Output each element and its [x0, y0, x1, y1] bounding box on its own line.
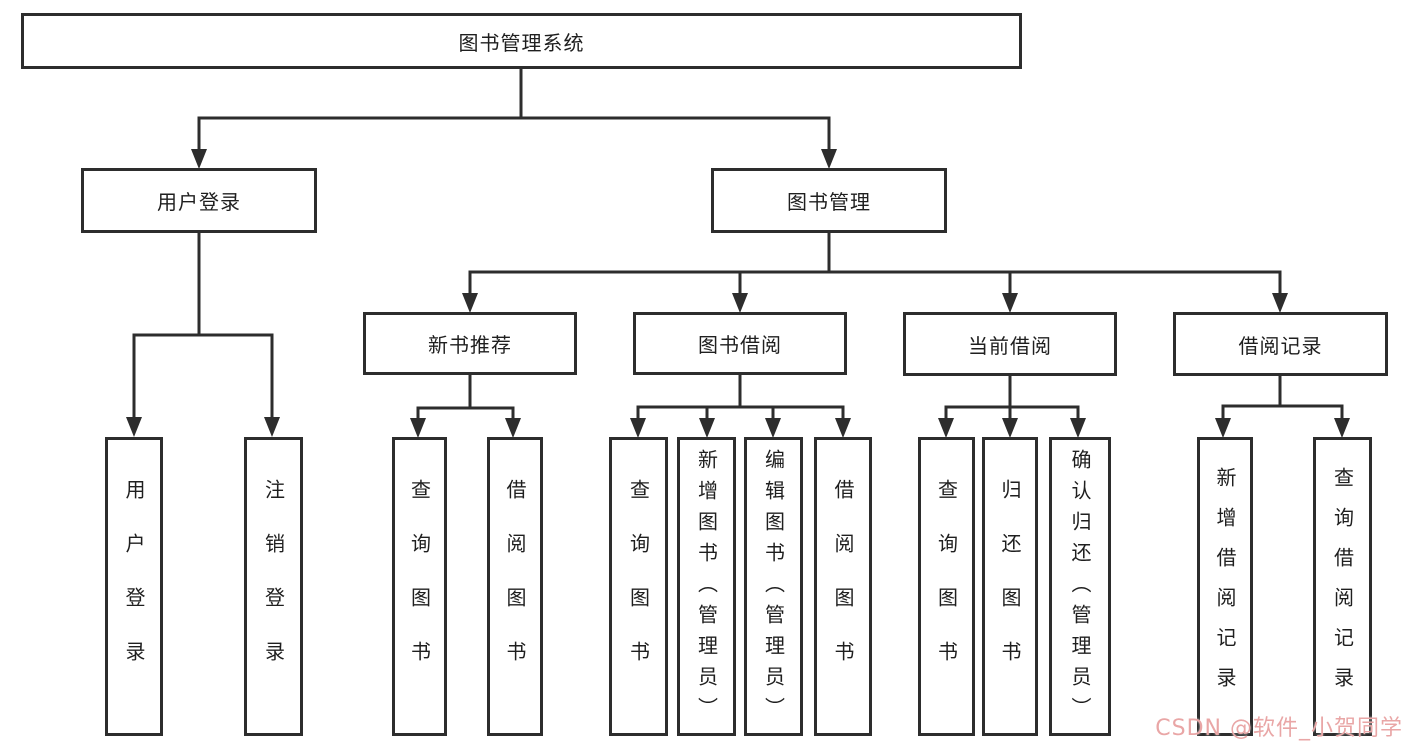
leaf-label: 查询借阅记录: [1330, 466, 1355, 707]
node-label: 图书借阅: [698, 333, 782, 357]
leaf-label: 借阅图书: [831, 478, 855, 695]
node-new-book-recommendation: 新书推荐: [363, 312, 577, 375]
node-library-management-system: 图书管理系统: [21, 13, 1022, 69]
leaf-label: 借阅图书: [503, 478, 527, 695]
node-label: 图书管理系统: [458, 30, 585, 55]
leaf-borrow-books: 借阅图书: [814, 437, 872, 736]
leaf-return-books: 归还图书: [982, 437, 1038, 736]
leaf-logout: 注销登录: [244, 437, 303, 736]
node-current-borrowing: 当前借阅: [903, 312, 1117, 376]
node-borrowing-records: 借阅记录: [1173, 312, 1388, 376]
node-label: 图书管理: [787, 190, 871, 214]
leaf-borrow-books-recommend: 借阅图书: [487, 437, 543, 736]
leaf-add-books-admin: 新增图书（管理员）: [677, 437, 736, 736]
leaf-search-books-recommend: 查询图书: [392, 437, 447, 736]
node-label: 新书推荐: [428, 333, 512, 357]
leaf-label: 归还图书: [998, 478, 1022, 695]
leaf-user-login: 用户登录: [105, 437, 163, 736]
node-book-borrowing: 图书借阅: [633, 312, 847, 375]
leaf-label: 查询图书: [407, 478, 432, 695]
leaf-label: 用户登录: [122, 478, 146, 695]
leaf-label: 查询图书: [934, 478, 959, 695]
leaf-label: 注销登录: [261, 478, 286, 695]
node-label: 当前借阅: [968, 333, 1052, 358]
leaf-label: 编辑图书（管理员）: [761, 449, 786, 728]
leaf-edit-books-admin: 编辑图书（管理员）: [744, 437, 803, 736]
leaf-add-borrow-record: 新增借阅记录: [1197, 437, 1253, 736]
leaf-confirm-return-admin: 确认归还（管理员）: [1049, 437, 1111, 736]
leaf-search-books-borrowing: 查询图书: [609, 437, 668, 736]
node-user-login: 用户登录: [81, 168, 317, 233]
watermark: CSDN @软件_小贺同学: [1155, 716, 1403, 741]
node-label: 用户登录: [157, 190, 241, 214]
node-book-management: 图书管理: [711, 168, 947, 233]
leaf-label: 新增图书（管理员）: [694, 449, 719, 728]
leaf-search-books-current: 查询图书: [918, 437, 975, 736]
leaf-search-borrow-record: 查询借阅记录: [1313, 437, 1372, 736]
leaf-label: 新增借阅记录: [1213, 466, 1237, 707]
arrowhead-icons: [126, 149, 1350, 438]
leaf-label: 查询图书: [626, 478, 651, 695]
node-label: 借阅记录: [1238, 333, 1323, 358]
leaf-label: 确认归还（管理员）: [1068, 449, 1092, 728]
